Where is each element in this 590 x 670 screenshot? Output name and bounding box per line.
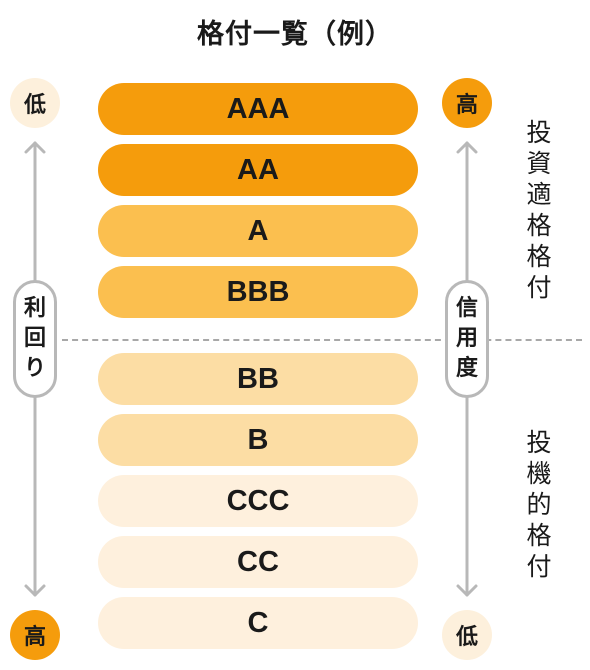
right-bottom-badge: 低 [442,610,492,660]
credit-char-1: 信 [455,296,478,321]
rating-bar-c: C [98,597,418,649]
right-arrow-head-up [456,141,478,154]
speculative-grade-char: 投 [526,428,552,457]
rating-bar-a: A [98,205,418,257]
left-arrow-head-up [24,141,46,154]
investment-grade-char: 資 [526,149,552,178]
credit-char-3: 度 [455,356,478,381]
page-title: 格付一覧（例） [197,19,393,50]
left-bottom-badge: 高 [10,610,60,660]
rating-bar-cc: CC [98,536,418,588]
speculative-grade-label: 投 機 的 格 付 [522,427,556,582]
grade-divider [62,339,582,341]
rating-bar-ccc: CCC [98,475,418,527]
speculative-grade-char: 格 [526,521,552,550]
rating-bar-aa: AA [98,144,418,196]
speculative-grade-char: 機 [526,459,552,488]
investment-grade-char: 格 [526,242,552,271]
investment-grade-char: 適 [526,180,552,209]
speculative-grade-char: 付 [526,552,552,581]
investment-grade-char: 投 [526,118,552,147]
investment-grade-char: 付 [526,273,552,302]
yield-axis-label: 利 回 り [13,280,57,398]
yield-char-3: り [23,356,46,381]
investment-grade-char: 格 [526,211,552,240]
yield-char-2: 回 [23,326,46,351]
speculative-grade-char: 的 [526,490,552,519]
right-arrow-head-down [456,584,478,597]
right-top-badge: 高 [442,78,492,128]
left-top-badge: 低 [10,78,60,128]
rating-bar-bb: BB [98,353,418,405]
yield-char-1: 利 [23,296,46,321]
left-arrow-head-down [24,584,46,597]
rating-bar-aaa: AAA [98,83,418,135]
credit-char-2: 用 [455,326,478,351]
rating-bar-b: B [98,414,418,466]
rating-bar-bbb: BBB [98,266,418,318]
investment-grade-label: 投 資 適 格 格 付 [522,117,556,303]
credit-axis-label: 信 用 度 [445,280,489,398]
